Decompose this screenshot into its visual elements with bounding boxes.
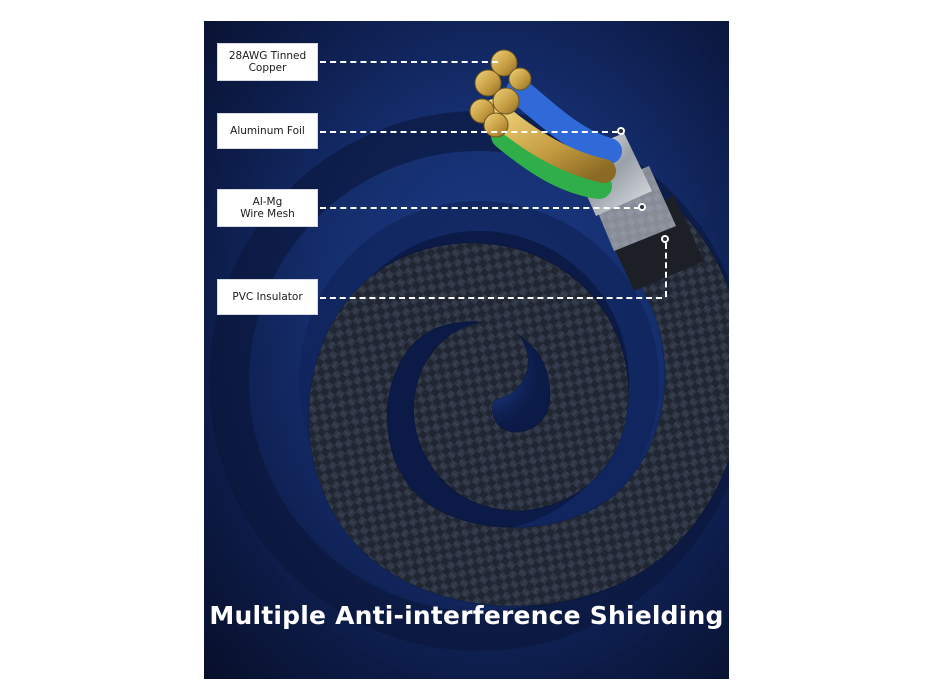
marker-foil-dot [617,127,625,135]
copper-strand-ends [469,49,532,138]
caption: Multiple Anti-interference Shielding [209,601,724,630]
leader-mesh [320,207,640,209]
braided-cable-shadow [307,206,729,607]
label-foil: Aluminum Foil [217,113,318,149]
braided-cable [308,207,729,606]
label-insulator: PVC Insulator [217,279,318,315]
leader-insulator [320,297,662,299]
marker-mesh-dot [638,203,646,211]
label-copper: 28AWG Tinned Copper [217,43,318,81]
leader-foil [320,131,618,133]
blue-wire [506,78,622,164]
label-mesh: Al-Mg Wire Mesh [217,189,318,227]
product-image: 28AWG Tinned Copper Aluminum Foil Al-Mg … [204,21,729,679]
green-wire [491,123,612,199]
cable-illustration [209,49,729,651]
leader-copper [320,61,498,63]
leader-insulator-vertical [665,243,667,297]
marker-insulator-dot [661,235,669,243]
